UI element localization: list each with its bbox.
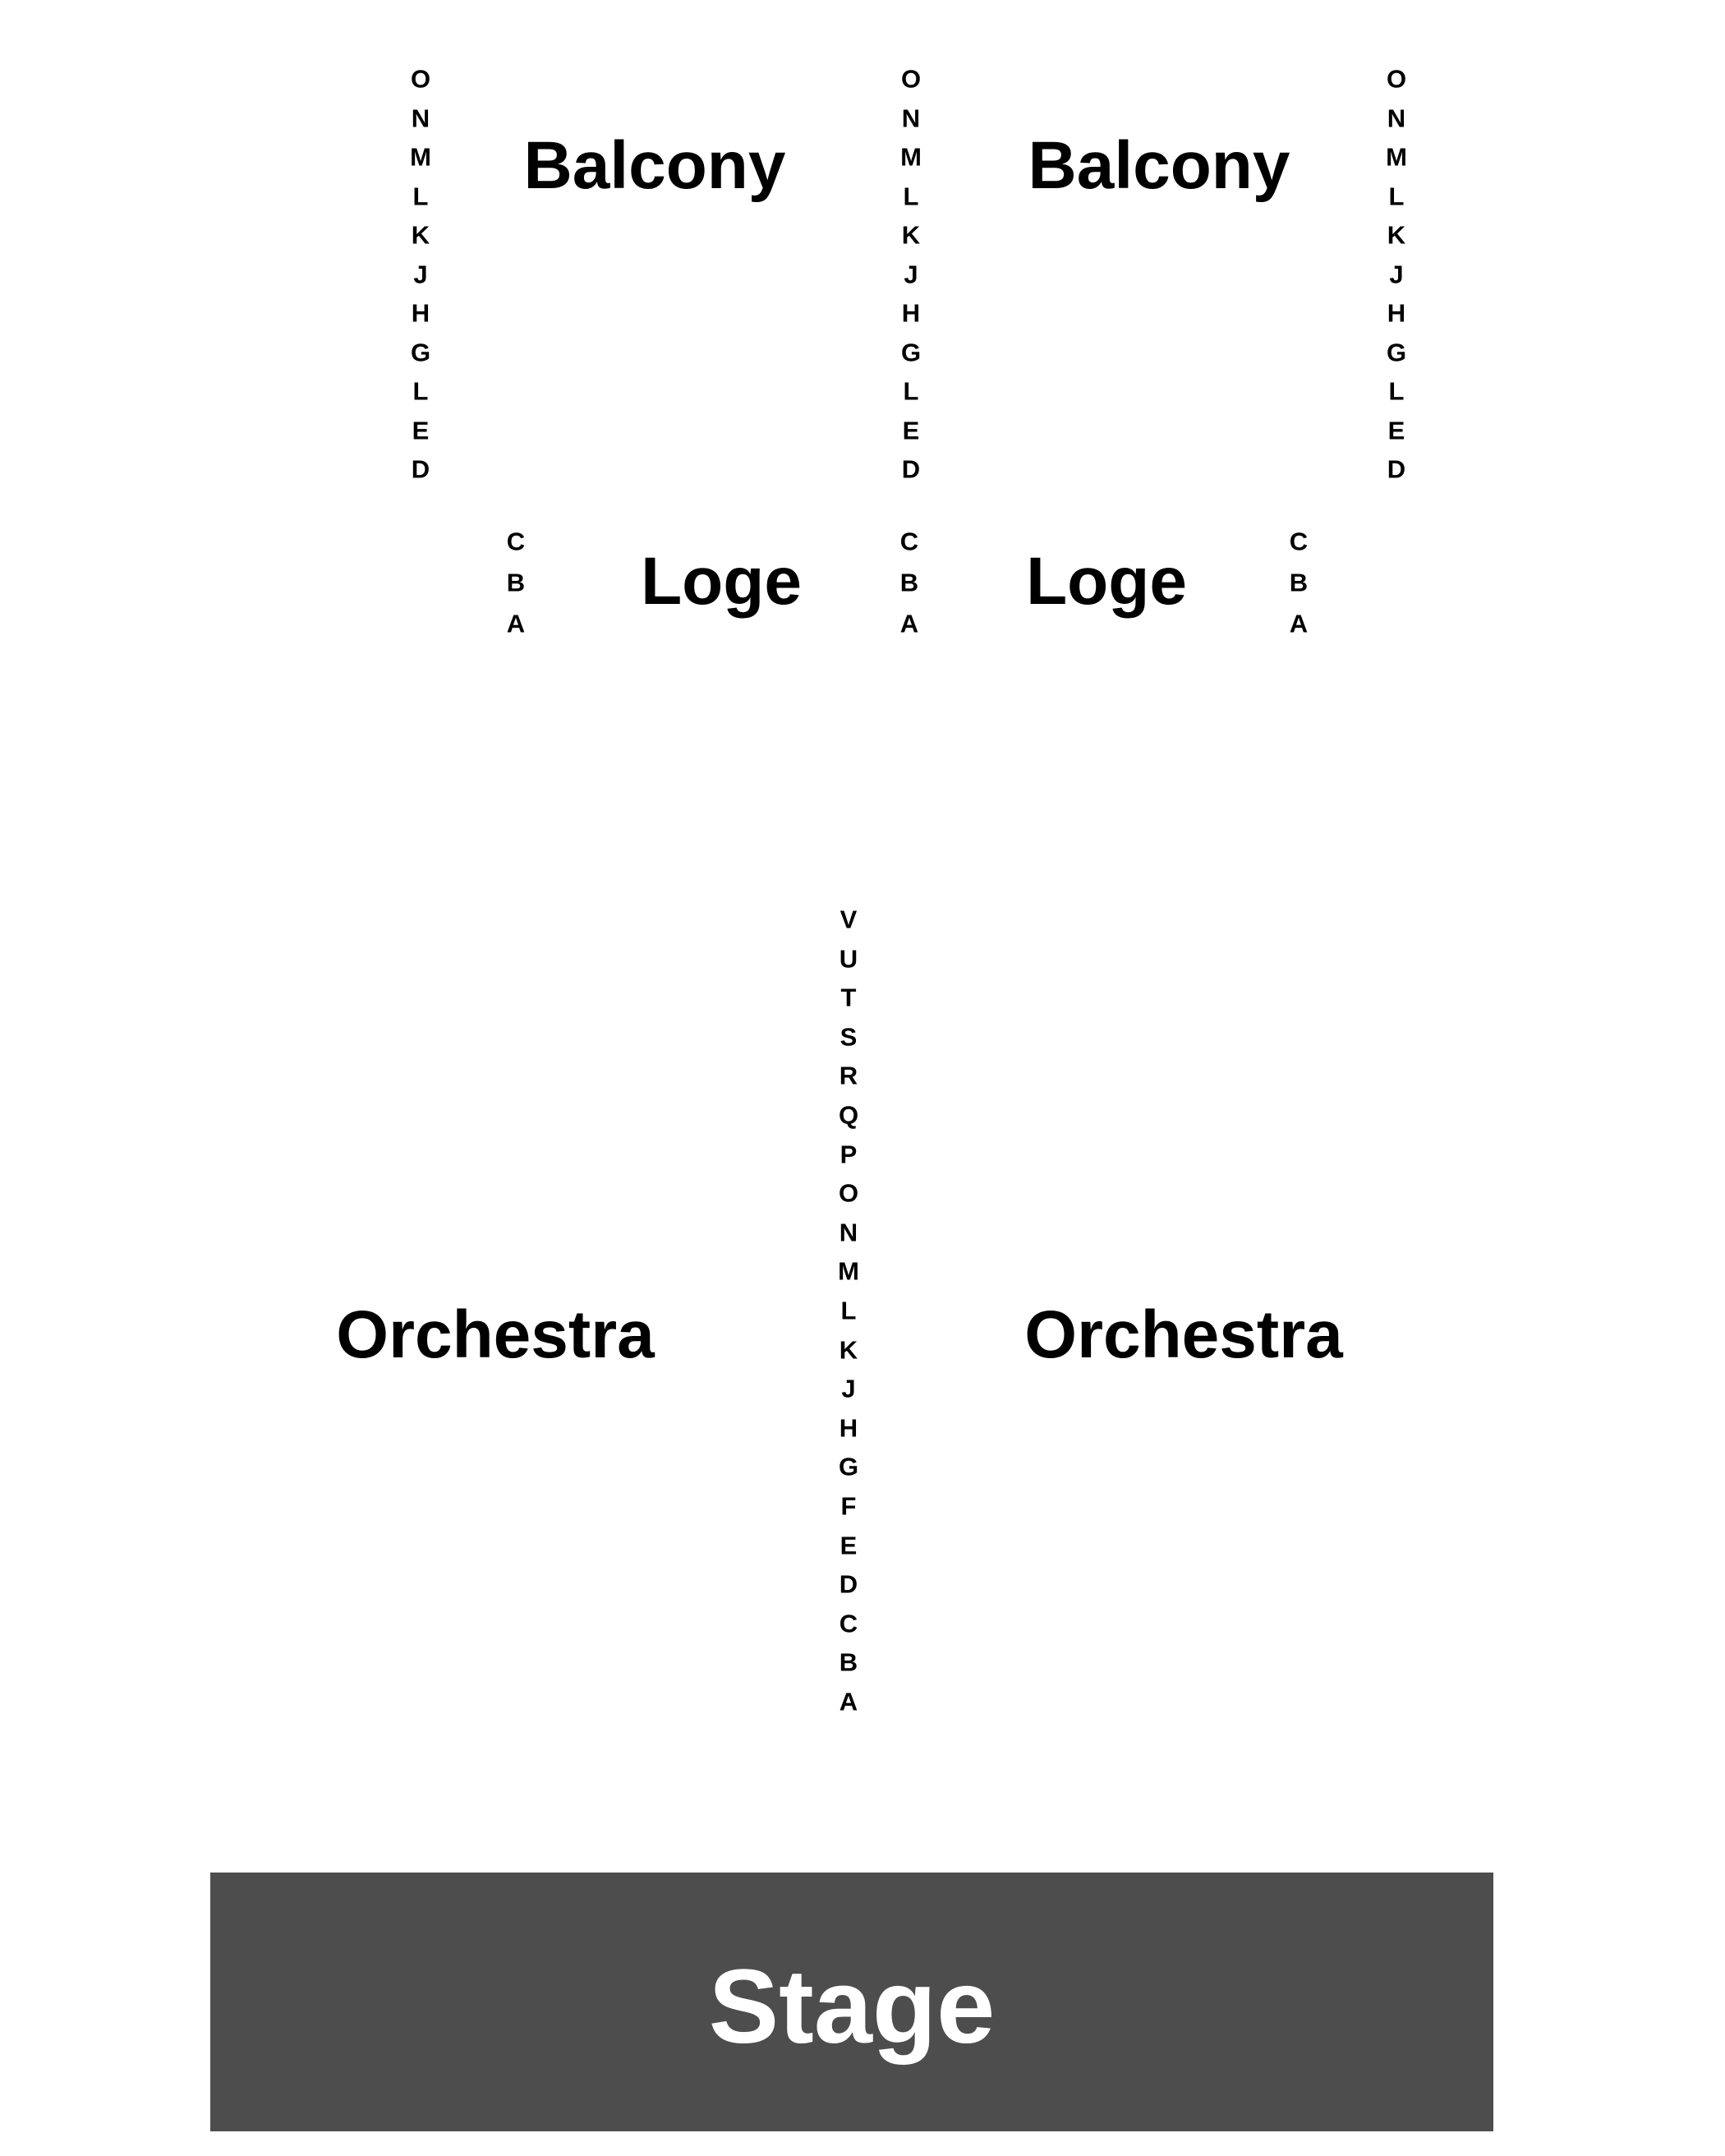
row-letter: C <box>1289 527 1309 556</box>
row-letter: M <box>1386 142 1407 172</box>
row-letter: K <box>839 1335 858 1365</box>
row-letter: D <box>411 454 430 484</box>
row-letter: B <box>839 1647 858 1677</box>
stage-label: Stage <box>708 1947 996 2066</box>
row-letter: M <box>410 142 431 172</box>
row-letter: D <box>1387 454 1406 484</box>
orchestra-right-label: Orchestra <box>1024 1297 1343 1372</box>
row-letter: D <box>901 454 921 484</box>
row-letter: H <box>901 298 921 328</box>
row-letter: B <box>899 568 919 597</box>
row-letter: G <box>410 338 431 366</box>
row-letter: J <box>841 1374 856 1403</box>
orchestra-left-label: Orchestra <box>336 1297 655 1372</box>
row-letter: L <box>1388 376 1405 406</box>
row-letter: L <box>412 376 429 406</box>
row-letter: T <box>840 983 857 1012</box>
row-letter: H <box>1387 298 1406 328</box>
row-letter: C <box>839 1609 858 1638</box>
row-letter: L <box>840 1296 857 1325</box>
balcony-right-label: Balcony <box>1028 128 1290 203</box>
row-letter: U <box>839 944 858 974</box>
row-letter: C <box>506 527 526 556</box>
row-letter: F <box>840 1491 857 1521</box>
row-letter: A <box>899 609 919 638</box>
row-letter: N <box>839 1218 858 1247</box>
balcony-left-label: Balcony <box>523 128 786 203</box>
loge-right-label: Loge <box>1026 544 1187 619</box>
row-letter: P <box>840 1140 858 1169</box>
row-letter: L <box>412 182 429 210</box>
row-letter: O <box>410 64 431 94</box>
row-letter: N <box>1387 104 1406 132</box>
row-letter: M <box>838 1256 859 1286</box>
row-letter: A <box>1289 609 1309 638</box>
row-letter: R <box>839 1061 858 1090</box>
row-letter: E <box>1387 416 1405 445</box>
row-letter: K <box>1387 220 1406 250</box>
row-letter: M <box>900 142 922 172</box>
row-letter: O <box>1386 64 1407 94</box>
row-letter: E <box>902 416 920 445</box>
row-letter: L <box>903 182 919 210</box>
row-letter: J <box>1389 260 1404 288</box>
row-letter: L <box>1388 182 1405 210</box>
row-letter: B <box>506 568 526 597</box>
row-letter: V <box>840 905 858 934</box>
row-letter: N <box>411 104 430 132</box>
row-letter: A <box>839 1687 858 1716</box>
row-letter: H <box>839 1413 858 1443</box>
row-letter: J <box>904 260 918 288</box>
loge-left-label: Loge <box>641 544 802 619</box>
row-letter: G <box>900 338 922 366</box>
row-letter: D <box>839 1569 858 1599</box>
stage: Stage <box>210 1873 1493 2131</box>
row-letter: A <box>506 609 526 638</box>
row-letter: B <box>1289 568 1309 597</box>
row-letter: N <box>901 104 921 132</box>
row-letter: E <box>840 1531 858 1560</box>
row-letter: H <box>411 298 430 328</box>
row-letter: G <box>1386 338 1407 366</box>
row-letter: K <box>901 220 921 250</box>
row-letter: C <box>899 527 919 556</box>
row-letter: O <box>838 1178 859 1208</box>
row-letter: E <box>412 416 430 445</box>
row-letter: O <box>900 64 922 94</box>
row-letter: S <box>840 1022 858 1052</box>
row-letter: L <box>903 376 919 406</box>
row-letter: K <box>411 220 430 250</box>
row-letter: Q <box>838 1100 859 1130</box>
row-letter: G <box>838 1452 859 1481</box>
row-letter: J <box>413 260 428 288</box>
